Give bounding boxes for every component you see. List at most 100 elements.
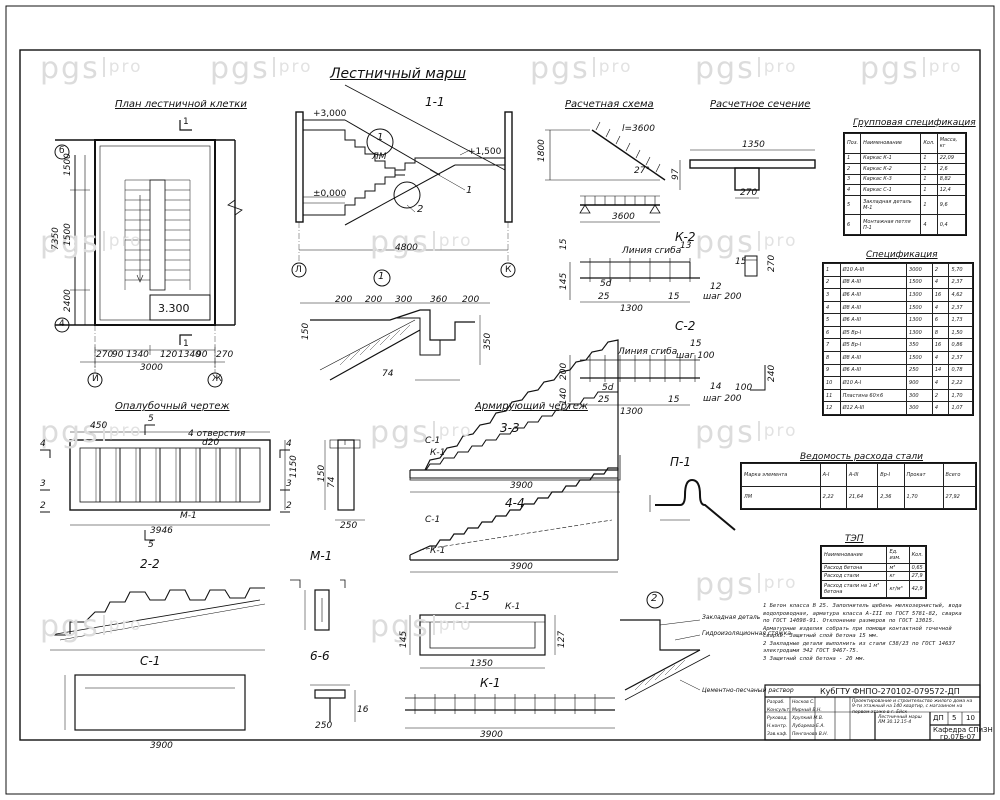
k2-step: шаг 200 xyxy=(703,292,742,302)
calc-span: 3600 xyxy=(612,212,635,222)
detail-1 xyxy=(300,269,490,381)
axis-label: Л xyxy=(295,265,302,275)
table-cell: 27,92 xyxy=(942,485,977,509)
plan-dim: 3000 xyxy=(140,363,163,373)
detail-2-label: Цементно-песчаный раствор xyxy=(702,687,794,694)
table-cell: Пластина 60×6 xyxy=(839,388,908,403)
k2-detail: 270 xyxy=(767,254,777,272)
c2-dim: 25 xyxy=(598,395,610,405)
stamp-sheet-title: Лестничный марш ЛМ 30.12.15-4 xyxy=(878,715,922,726)
side-dim: 150 xyxy=(317,464,327,482)
table-cell: 1300 xyxy=(906,313,933,327)
k2-dim: 15 xyxy=(668,292,680,302)
table-cell: 9 xyxy=(823,363,841,378)
table-cell: Каркас С-1 xyxy=(860,184,922,196)
c2-drawing xyxy=(569,355,766,406)
k2-tag: 12 xyxy=(710,282,722,292)
table-cell: А-I xyxy=(819,463,847,487)
table-cell: 0,78 xyxy=(948,363,973,378)
axis-label: К xyxy=(505,265,512,275)
table-cell: 4,62 xyxy=(948,288,973,302)
detail-1-dim: 74 xyxy=(382,369,394,379)
note-line: Арматурные изделия собрать при помощи ко… xyxy=(763,625,952,632)
table-cell: Каркас К-1 xyxy=(860,152,922,165)
s66-dim: 250 xyxy=(315,721,333,731)
r55-dim: 127 xyxy=(557,630,567,648)
r33-length: 3900 xyxy=(510,481,533,491)
cs-width: 1350 xyxy=(742,140,765,150)
table-cell: 0,4 xyxy=(936,214,967,235)
c2-tag-step: шаг 100 xyxy=(676,351,715,361)
table-cell: 4 xyxy=(931,275,950,290)
stamp-sheet: 5 xyxy=(952,714,957,722)
plan-elevation: 3.300 xyxy=(158,302,190,315)
table-cell: 6 xyxy=(843,214,862,235)
table-cell: 16 xyxy=(931,288,950,302)
note-line: 3 Защитный слой бетона - 20 мм. xyxy=(763,655,866,662)
table-cell: 22,09 xyxy=(936,152,967,165)
table-cell: кг xyxy=(886,571,910,582)
table-cell: кг/м³ xyxy=(886,580,910,598)
c2-length: 1300 xyxy=(620,407,643,417)
table-cell: 1,73 xyxy=(948,313,973,327)
plan-dim: 90 xyxy=(112,350,124,360)
table-cell: 42,9 xyxy=(908,580,927,598)
k2-drawing xyxy=(569,255,758,303)
plan-axis-bottom: 4 xyxy=(59,319,65,329)
plan-axis-top: б xyxy=(59,146,65,156)
table-cell: 2 xyxy=(931,388,950,403)
plan-dim: 270 xyxy=(216,350,234,360)
table-cell: 14 xyxy=(931,363,950,378)
stamp-name: Лубарева Е.А. xyxy=(792,724,825,729)
plan-dim: 90 xyxy=(196,350,208,360)
section-2-2-title: 2-2 xyxy=(140,557,160,571)
plan-cut-mark: 1 xyxy=(183,339,189,349)
fw-holes: 4 отверстия xyxy=(188,429,246,439)
detail-1-dim: 200 xyxy=(335,295,353,305)
plan-dim: 120 xyxy=(160,350,178,360)
table-cell: 250 xyxy=(906,363,933,378)
k2-dim: 15 xyxy=(559,238,569,250)
detail-1-dim: 200 xyxy=(365,295,383,305)
main-title: Лестничный марш xyxy=(330,66,467,82)
plan-view xyxy=(54,120,243,388)
fw-cut: 4 xyxy=(286,439,292,449)
elev-bottom: ±0,000 xyxy=(313,189,347,199)
steel-table-title: Ведомость расхода стали xyxy=(800,452,924,462)
r55-label: С-1 xyxy=(455,602,471,612)
table-cell: 3 xyxy=(843,173,862,186)
stamp-name: Хрупкий М.В. xyxy=(792,716,824,721)
table-cell: Ø8 А-III xyxy=(839,300,908,315)
table-cell: 1 xyxy=(920,194,938,216)
calc-section xyxy=(679,149,816,199)
fw-cut: 5 xyxy=(148,414,154,424)
stamp-name: Носков С. xyxy=(792,700,815,705)
c1-title: С-1 xyxy=(140,654,161,668)
table-cell: 5 xyxy=(843,194,862,216)
c2-dim: 5d xyxy=(602,383,614,393)
c2-title: С-2 xyxy=(675,319,696,333)
note-line: по ГОСТ 14098-91. Отклонение размеров по… xyxy=(763,618,936,624)
table-cell: Наименование xyxy=(820,546,888,564)
m1-drawing xyxy=(290,579,346,631)
detail-2-number: 2 xyxy=(651,593,658,604)
k1-drawing xyxy=(405,694,615,729)
stamp-group: гр.07Б-07 xyxy=(940,733,976,741)
table-cell: 1,07 xyxy=(948,401,973,415)
r33-label: К-1 xyxy=(430,448,446,458)
table-cell: 4 xyxy=(931,351,950,365)
